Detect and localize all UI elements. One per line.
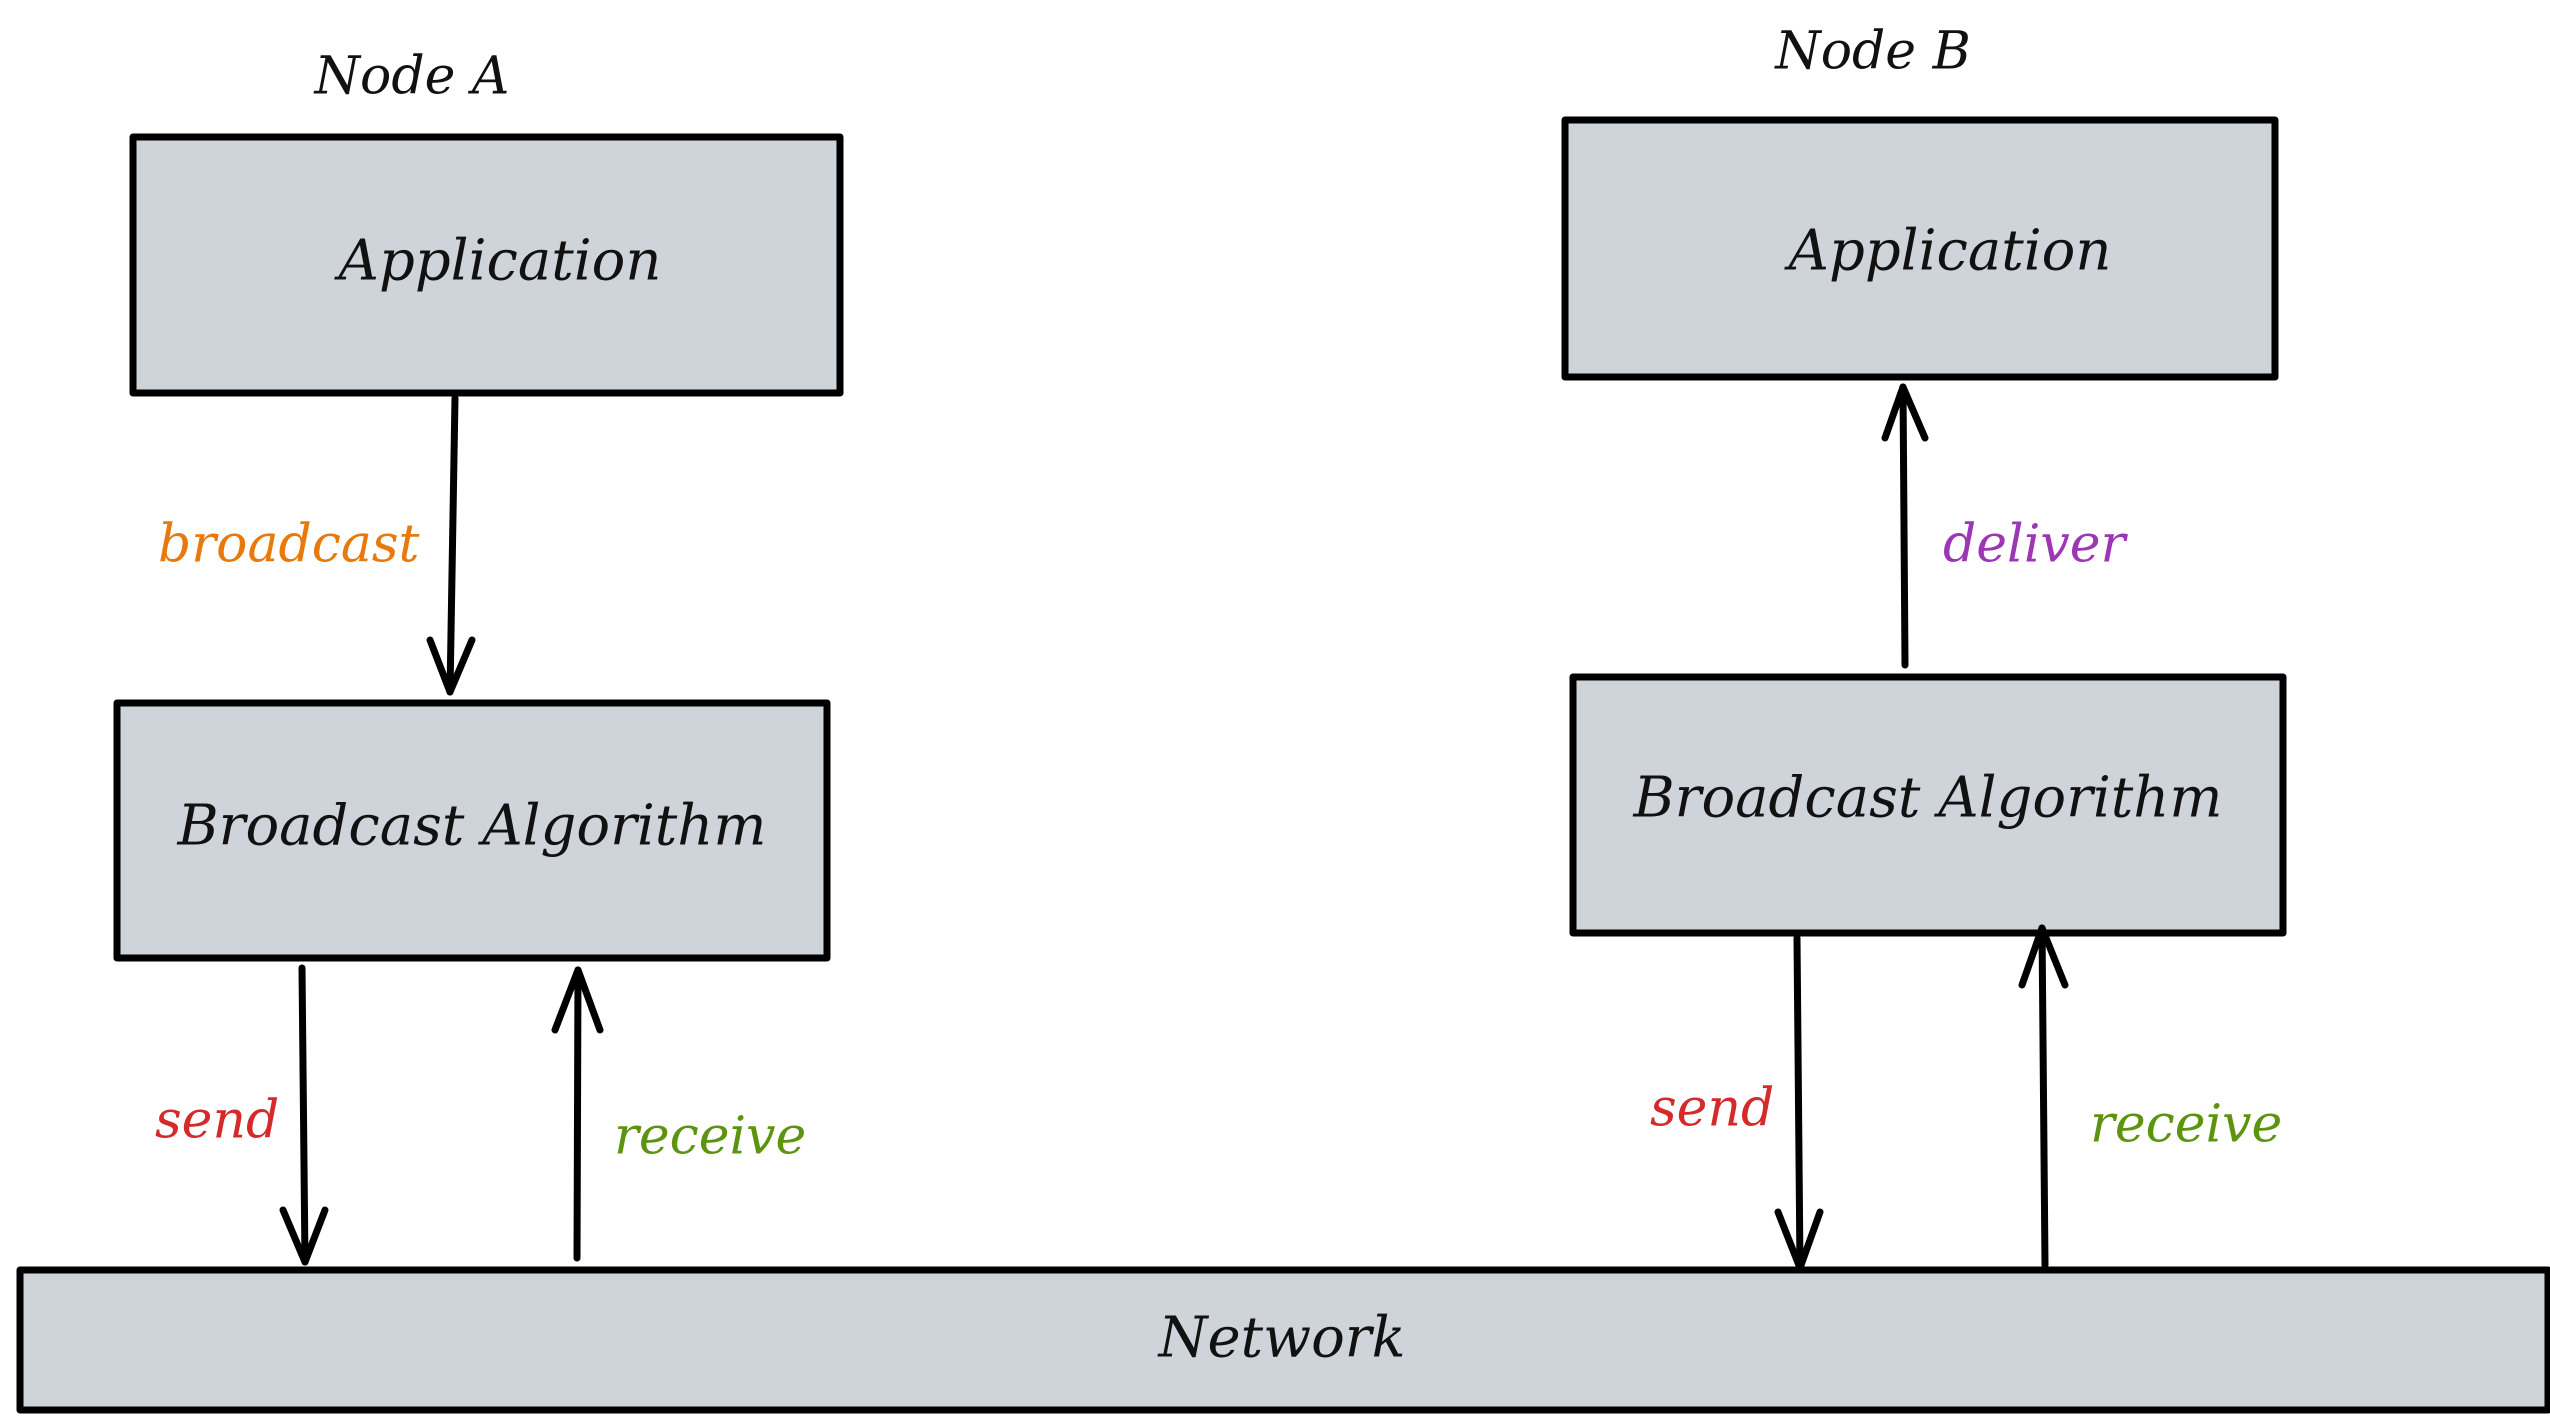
node-b-deliver-arrow bbox=[1881, 383, 1929, 669]
network-box bbox=[16, 1266, 2550, 1414]
node-b-application-label: Application bbox=[1784, 219, 2112, 284]
node-b-application-box bbox=[1561, 116, 2279, 381]
node-a-application-label: Application bbox=[334, 229, 662, 294]
node-a-broadcast-arrow bbox=[426, 394, 476, 696]
node-a-send-label: send bbox=[155, 1091, 279, 1151]
node-a-receive-label: receive bbox=[614, 1107, 806, 1167]
node-b-deliver-label: deliver bbox=[1943, 515, 2128, 575]
node-a-broadcast-label: broadcast bbox=[158, 515, 420, 575]
node-b-send-label: send bbox=[1650, 1079, 1774, 1139]
node-b-receive-label: receive bbox=[2090, 1095, 2282, 1155]
node-b-title: Node B bbox=[1773, 22, 1971, 82]
network-label: Network bbox=[1157, 1306, 1406, 1371]
node-a-title: Node A bbox=[313, 47, 510, 107]
node-b-receive-arrow bbox=[2018, 924, 2069, 1269]
node-b-algorithm-label: Broadcast Algorithm bbox=[1633, 766, 2223, 831]
node-a-application-box bbox=[129, 133, 844, 397]
node-b-algorithm-box bbox=[1569, 673, 2287, 937]
node-a-send-arrow bbox=[279, 964, 329, 1266]
node-a-algorithm-label: Broadcast Algorithm bbox=[177, 794, 767, 859]
node-b-send-arrow bbox=[1774, 934, 1824, 1272]
node-a-algorithm-box bbox=[113, 699, 831, 962]
node-a-receive-arrow bbox=[551, 966, 604, 1262]
